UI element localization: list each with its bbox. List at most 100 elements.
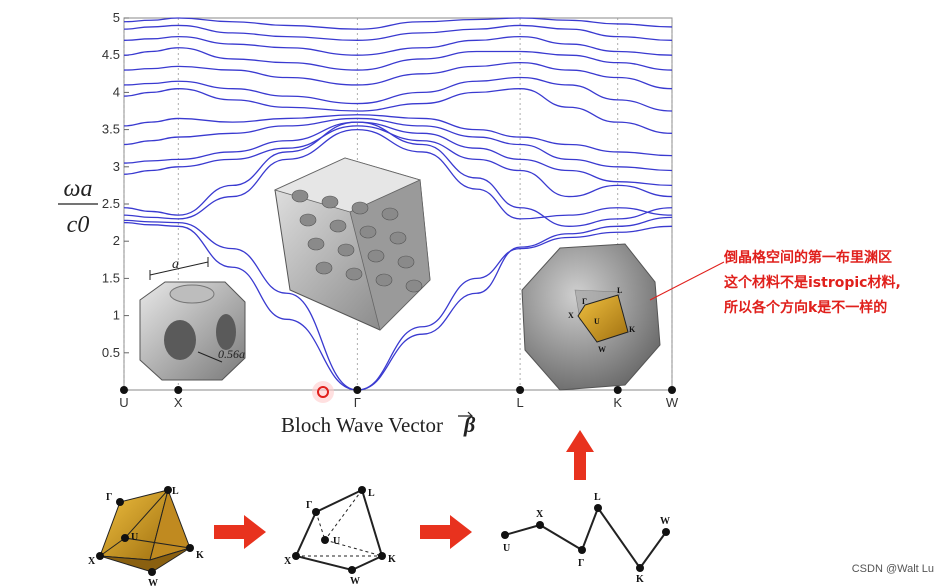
path-point-label: K — [388, 554, 396, 565]
lattice-hole — [351, 201, 369, 215]
lattice-hole — [405, 279, 423, 293]
cell-dim-hole-label: 0.56a — [218, 347, 245, 361]
svg-text:W: W — [598, 345, 606, 354]
path-point-label: Γ — [306, 500, 312, 511]
kpoint-marker — [174, 386, 183, 394]
path-point — [148, 568, 156, 576]
kpoint-marker — [120, 386, 128, 394]
kpoint-marker — [353, 386, 362, 394]
band-line-14 — [123, 24, 673, 41]
lattice-hole — [345, 267, 363, 281]
path-point — [186, 544, 194, 552]
y-label-numerator: ωa — [64, 176, 93, 202]
lattice-hole — [381, 207, 399, 221]
x-tick-label: Γ — [354, 395, 361, 410]
svg-text:X: X — [568, 311, 574, 320]
y-axis-label: ωa c0 — [58, 176, 98, 238]
cell-dim-a-label: a — [172, 257, 179, 272]
arrow-right-icon-2 — [420, 515, 472, 549]
path-point-label: U — [131, 532, 138, 543]
lattice-hole — [299, 213, 317, 227]
cell-hole-front — [164, 320, 196, 360]
lattice-hole — [375, 273, 393, 287]
y-tick-label: 0.5 — [102, 345, 120, 360]
y-tick-label: 1.5 — [102, 270, 120, 285]
path-point — [321, 536, 329, 544]
flat-path-label: L — [594, 492, 601, 503]
y-tick-label: 4 — [113, 84, 120, 99]
kpoint-marker — [613, 386, 622, 394]
svg-text:U: U — [594, 317, 600, 326]
flat-path-label: K — [636, 574, 644, 585]
path-point — [96, 552, 104, 560]
annotation-line-1: 倒晶格空间的第一布里渊区 — [724, 250, 892, 266]
x-tick-label: W — [666, 395, 679, 410]
band-lines — [123, 17, 673, 391]
lattice-hole — [389, 231, 407, 245]
path-point — [164, 486, 172, 494]
path-point — [378, 552, 386, 560]
svg-text:K: K — [629, 325, 636, 334]
unit-cell-inset: a 0.56a — [139, 257, 246, 381]
flat-path-point — [578, 546, 586, 554]
lattice-hole — [307, 237, 325, 251]
path-point-label: X — [88, 556, 96, 567]
flat-path-point — [662, 528, 670, 536]
band-line-4 — [123, 121, 673, 227]
x-tick-label: X — [174, 395, 183, 410]
cell-hole-side — [216, 314, 236, 350]
flat-path-point — [501, 531, 509, 539]
x-tick-label: K — [613, 395, 622, 410]
path-point-label: K — [196, 550, 204, 561]
band-line-9 — [123, 88, 673, 134]
kpoint-marker — [516, 386, 525, 394]
lattice-holes — [291, 189, 423, 293]
flat-path-point — [536, 521, 544, 529]
flat-path-label: U — [503, 543, 510, 554]
svg-text:Γ: Γ — [582, 297, 587, 306]
flat-path-label: Γ — [578, 558, 584, 569]
path-point — [116, 498, 124, 506]
vector-arrow-icon — [458, 411, 473, 421]
flat-path-point — [594, 504, 602, 512]
y-tick-label: 1 — [113, 308, 120, 323]
svg-text:L: L — [617, 286, 622, 295]
up-arrow-icon — [566, 430, 594, 480]
x-axis-label-symbol: β — [463, 412, 476, 437]
band-line-5 — [123, 125, 673, 198]
flat-path-label: W — [660, 516, 670, 527]
lattice-block-inset — [273, 157, 431, 331]
kpoint-marker — [668, 386, 676, 394]
bz-wedge — [577, 294, 629, 343]
x-tick-label: L — [516, 395, 523, 410]
annotation-note: 倒晶格空间的第一布里渊区 这个材料不是istropic材料, 所以各个方向k是不… — [724, 246, 944, 321]
y-label-denominator: c0 — [67, 212, 90, 238]
band-line-15 — [123, 17, 673, 30]
y-tick-label: 3 — [113, 159, 120, 174]
y-tick-label: 3.5 — [102, 122, 120, 137]
flat-path-point — [636, 564, 644, 572]
y-tick-label: 4.5 — [102, 47, 120, 62]
x-axis-label: Bloch Wave Vector — [281, 413, 443, 437]
y-tick-label: 2 — [113, 233, 120, 248]
y-tick-label: 2.5 — [102, 196, 120, 211]
credit-watermark: CSDN @Walt Lu — [851, 563, 934, 575]
x-tick-label: U — [119, 395, 128, 410]
path-point-label: X — [284, 556, 292, 567]
band-line-2 — [123, 216, 673, 391]
band-line-8 — [123, 114, 673, 157]
band-line-10 — [123, 76, 673, 112]
lattice-hole — [321, 195, 339, 209]
band-line-11 — [123, 61, 673, 90]
lattice-hole — [359, 225, 377, 239]
path-point — [358, 486, 366, 494]
band-line-7 — [123, 117, 673, 172]
brillouin-zone-inset: Γ L K X U W — [521, 243, 725, 391]
arrow-right-icon-1 — [214, 515, 266, 549]
path-point-label: Γ — [106, 492, 112, 503]
path-point — [348, 566, 356, 574]
path-point-label: L — [172, 486, 179, 497]
